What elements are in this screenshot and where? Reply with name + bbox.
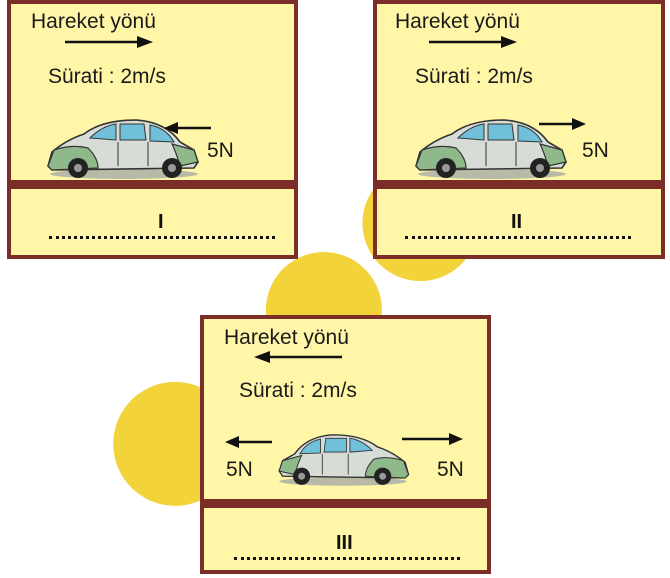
force-arrow-left-icon	[225, 436, 272, 448]
panel-1: Hareket yönü Sürati : 2m/s 5N I	[7, 0, 298, 259]
car-icon	[278, 434, 410, 486]
motion-direction-label: Hareket yönü	[395, 10, 520, 33]
case-number: I	[158, 211, 164, 233]
ground-divider	[377, 180, 661, 189]
force-arrow-left-icon	[164, 122, 211, 134]
answer-line	[234, 557, 460, 560]
panel-3: Hareket yönü Sürati : 2m/s 5N 5N III	[200, 315, 491, 574]
speed-label: Sürati : 2m/s	[239, 379, 357, 402]
force-value: 5N	[207, 139, 234, 162]
force-arrow-right-icon	[539, 118, 586, 130]
motion-arrow-left-icon	[254, 351, 342, 363]
motion-arrow-right-icon	[65, 36, 153, 48]
speed-label: Sürati : 2m/s	[415, 65, 533, 88]
case-number: II	[511, 211, 523, 233]
motion-direction-label: Hareket yönü	[224, 326, 349, 349]
panel-2: Hareket yönü Sürati : 2m/s 5N II	[373, 0, 665, 259]
motion-arrow-right-icon	[429, 36, 517, 48]
car-icon	[415, 119, 567, 179]
force-arrow-right-icon	[402, 433, 463, 445]
force-value: 5N	[582, 139, 609, 162]
force-value-left: 5N	[226, 458, 253, 481]
car-icon	[47, 119, 199, 179]
answer-line	[405, 236, 631, 239]
answer-line	[49, 236, 275, 239]
motion-direction-label: Hareket yönü	[31, 10, 156, 33]
speed-label: Sürati : 2m/s	[48, 65, 166, 88]
case-number: III	[336, 532, 353, 554]
ground-divider	[11, 180, 294, 189]
force-value-right: 5N	[437, 458, 464, 481]
ground-divider	[204, 499, 487, 508]
